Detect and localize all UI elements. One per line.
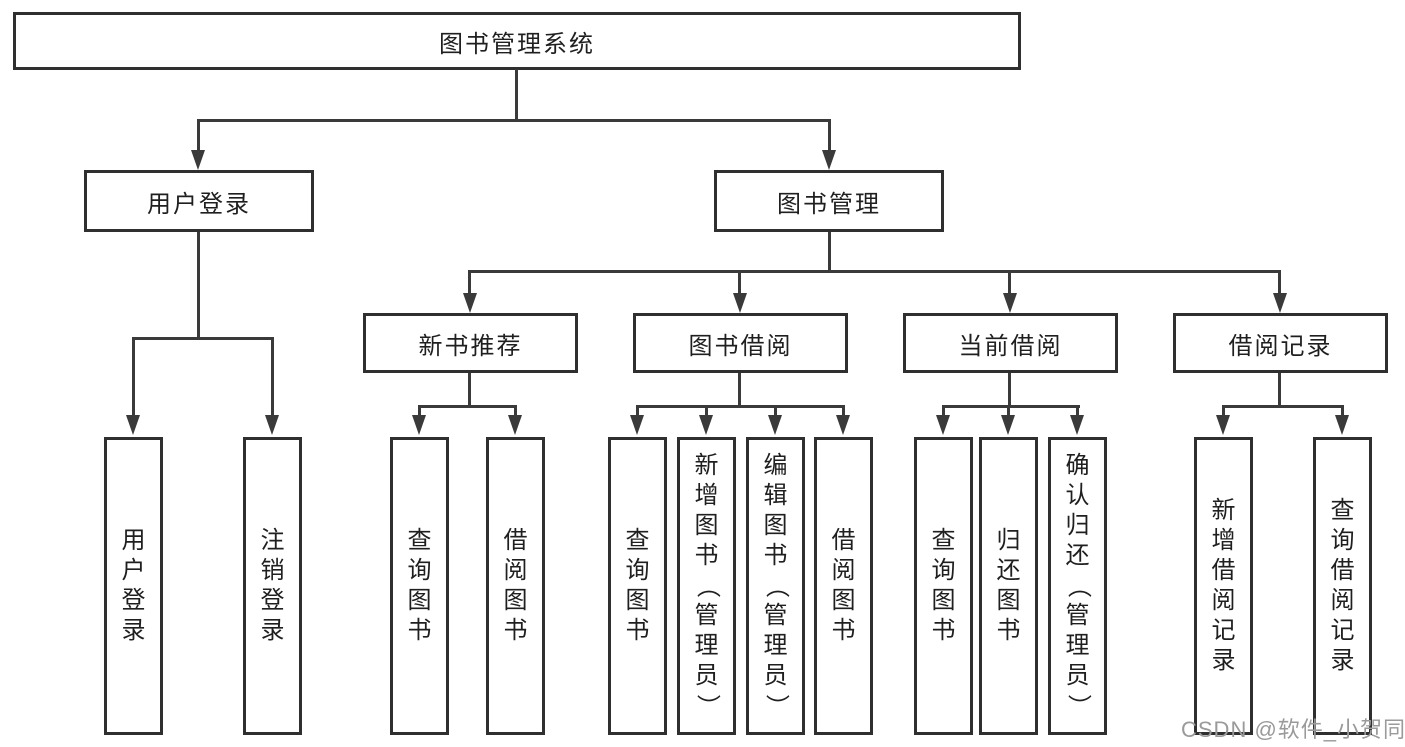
arrow-down-icon [463, 293, 477, 313]
leaf-return-books: 归还图书 [979, 437, 1038, 735]
arrow-down-icon [1335, 415, 1349, 435]
connector-line [1008, 270, 1011, 295]
leaf-query-borrow-record: 查询借阅记录 [1313, 437, 1372, 735]
csdn-watermark: CSDN @软件_小贺同学 [1181, 717, 1405, 742]
connector-line [468, 270, 1280, 273]
connector-line [1007, 405, 1010, 417]
node-borrow-records: 借阅记录 [1173, 313, 1388, 373]
leaf-query-books-current: 查询图书 [914, 437, 973, 735]
connector-line [197, 119, 200, 152]
node-new-book-recommend: 新书推荐 [363, 313, 578, 373]
arrow-down-icon [1003, 293, 1017, 313]
leaf-confirm-return-admin: 确认归还（管理员） [1048, 437, 1107, 735]
connector-line [1278, 373, 1281, 408]
arrow-down-icon [265, 415, 279, 435]
connector-line [132, 337, 135, 417]
node-user-login: 用户登录 [84, 170, 314, 232]
connector-line [1076, 405, 1079, 417]
arrow-down-icon [733, 293, 747, 313]
connector-line [1222, 405, 1344, 408]
connector-line [514, 405, 517, 417]
arrow-down-icon [126, 415, 140, 435]
arrow-down-icon [1001, 415, 1015, 435]
connector-line [468, 270, 471, 295]
connector-line [197, 232, 200, 340]
arrow-down-icon [191, 150, 205, 170]
leaf-add-book-admin: 新增图书（管理员） [677, 437, 736, 735]
leaf-add-borrow-record: 新增借阅记录 [1194, 437, 1253, 735]
arrow-down-icon [836, 415, 850, 435]
leaf-borrow-books: 借阅图书 [814, 437, 873, 735]
node-book-borrowing: 图书借阅 [633, 313, 848, 373]
node-library-management-system: 图书管理系统 [13, 12, 1021, 70]
connector-line [1278, 270, 1281, 295]
connector-line [842, 405, 845, 417]
connector-line [774, 405, 777, 417]
connector-line [1341, 405, 1344, 417]
connector-line [636, 405, 639, 417]
leaf-query-books-recommend: 查询图书 [390, 437, 449, 735]
arrow-down-icon [412, 415, 426, 435]
connector-line [705, 405, 708, 417]
arrow-down-icon [1273, 293, 1287, 313]
leaf-borrow-books-recommend: 借阅图书 [486, 437, 545, 735]
connector-line [1222, 405, 1225, 417]
connector-line [738, 270, 741, 295]
connector-line [418, 405, 421, 417]
connector-line [468, 373, 471, 408]
connector-line [828, 119, 831, 152]
arrow-down-icon [630, 415, 644, 435]
connector-line [828, 232, 831, 273]
connector-line [418, 405, 517, 408]
arrow-down-icon [1070, 415, 1084, 435]
connector-line [132, 337, 274, 340]
connector-line [271, 337, 274, 417]
arrow-down-icon [699, 415, 713, 435]
arrow-down-icon [822, 150, 836, 170]
leaf-edit-book-admin: 编辑图书（管理员） [746, 437, 805, 735]
connector-line [636, 405, 845, 408]
arrow-down-icon [508, 415, 522, 435]
leaf-logout-login: 注销登录 [243, 437, 302, 735]
node-current-borrowing: 当前借阅 [903, 313, 1118, 373]
arrow-down-icon [1216, 415, 1230, 435]
leaf-query-books-borrowing: 查询图书 [608, 437, 667, 735]
connector-line [942, 405, 1080, 408]
connector-line [515, 69, 518, 121]
connector-line [197, 119, 831, 122]
leaf-user-login: 用户登录 [104, 437, 163, 735]
node-book-management: 图书管理 [714, 170, 944, 232]
arrow-down-icon [936, 415, 950, 435]
connector-line [1008, 373, 1011, 408]
connector-line [942, 405, 945, 417]
connector-line [738, 373, 741, 408]
arrow-down-icon [768, 415, 782, 435]
